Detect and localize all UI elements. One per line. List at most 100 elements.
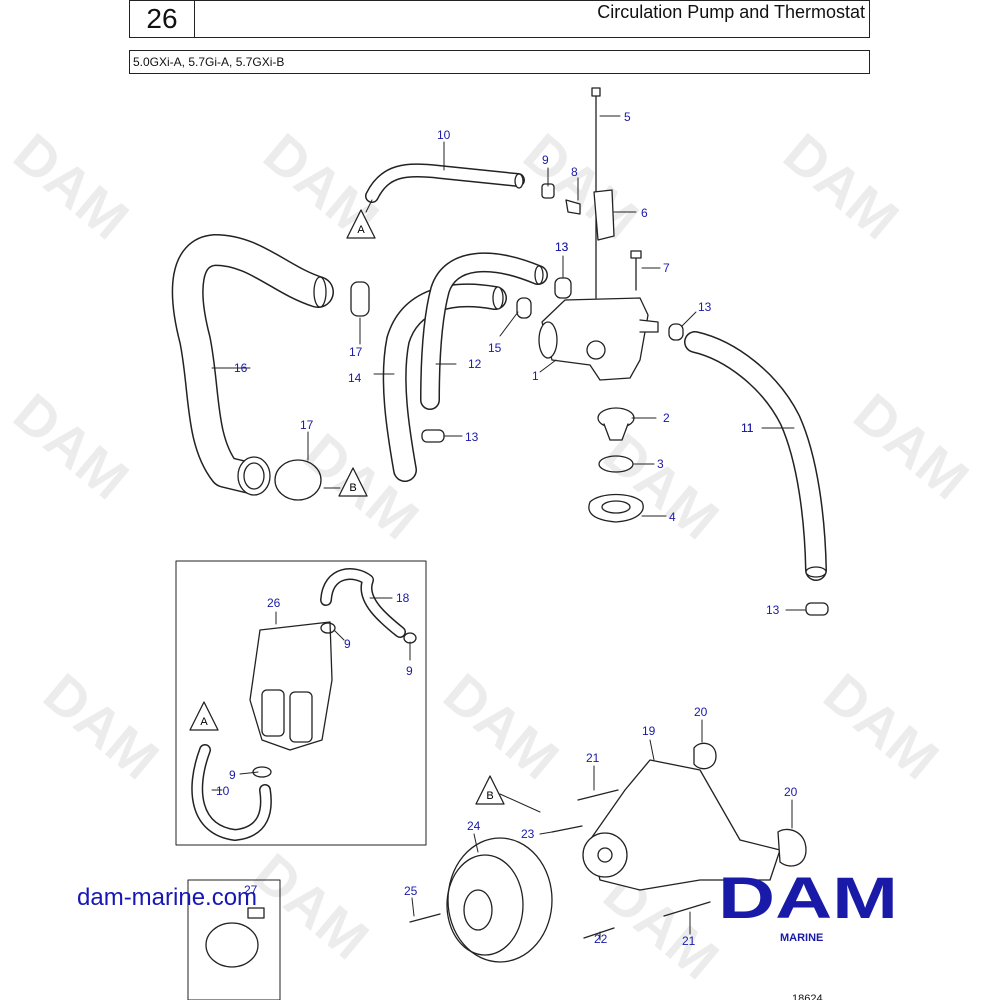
callout: 9 bbox=[406, 664, 413, 678]
callout: 6 bbox=[641, 206, 648, 220]
clamp-13 bbox=[421, 429, 445, 443]
leader-lines bbox=[211, 115, 807, 941]
marker-b: B bbox=[349, 482, 356, 494]
pump-hub bbox=[582, 832, 628, 878]
gasket-20 bbox=[693, 742, 717, 770]
watermark: DAM bbox=[512, 121, 650, 251]
marker-a: A bbox=[200, 716, 208, 728]
housing-boss bbox=[586, 340, 606, 360]
pump-canister bbox=[261, 689, 285, 737]
page-title: Circulation Pump and Thermostat bbox=[597, 2, 865, 22]
thermostat-2-body bbox=[603, 423, 629, 441]
clamp-27 bbox=[205, 922, 259, 968]
callout: 5 bbox=[624, 110, 631, 124]
callout: 2 bbox=[663, 411, 670, 425]
callout-labels: 1 2 3 4 5 6 7 8 9 10 11 12 13 13 13 13 1… bbox=[216, 110, 798, 948]
figure-number: 18624 bbox=[792, 993, 823, 1000]
clamp-9-inset bbox=[252, 766, 272, 778]
callout: 26 bbox=[267, 596, 281, 610]
o-ring-3 bbox=[598, 455, 634, 473]
hose-16-end-bottom bbox=[237, 456, 271, 496]
callout: 13 bbox=[465, 430, 479, 444]
housing-nipple bbox=[639, 319, 659, 333]
hose-10 bbox=[366, 164, 524, 202]
hose-10-end bbox=[514, 173, 524, 189]
callout: 21 bbox=[586, 751, 600, 765]
model-list: 5.0GXi-A, 5.7Gi-A, 5.7GXi-B bbox=[129, 50, 870, 74]
clamp-17 bbox=[350, 281, 370, 317]
marker-a: A bbox=[357, 224, 365, 236]
clamp-13 bbox=[554, 277, 572, 299]
callout: 10 bbox=[437, 128, 451, 142]
clamp-17 bbox=[274, 459, 322, 501]
marker-b-triangle bbox=[338, 467, 368, 497]
housing-outlet bbox=[538, 321, 558, 359]
title-box: Circulation Pump and Thermostat bbox=[194, 0, 870, 38]
marker-a-triangle bbox=[189, 701, 219, 731]
hose-16-end-top bbox=[313, 276, 327, 308]
callout: 13 bbox=[555, 240, 569, 254]
watermark: DAM bbox=[2, 381, 140, 511]
bolt-25 bbox=[409, 913, 441, 923]
logo-subtext: MARINE bbox=[780, 932, 823, 944]
callout: 9 bbox=[542, 153, 549, 167]
callout: 13 bbox=[766, 603, 780, 617]
inset-frame-pump bbox=[175, 560, 427, 846]
clamp-9-inset bbox=[320, 622, 336, 634]
website-link[interactable]: dam-marine.com bbox=[77, 884, 258, 911]
callout: 9 bbox=[229, 768, 236, 782]
callout: 25 bbox=[404, 884, 418, 898]
hose-16-bore bbox=[243, 462, 265, 490]
watermark: DAM bbox=[242, 841, 380, 971]
callout: 10 bbox=[216, 784, 230, 798]
hose-16 bbox=[173, 235, 333, 493]
hose-11 bbox=[685, 332, 826, 580]
pump-canister bbox=[289, 691, 313, 743]
callout: 4 bbox=[669, 510, 676, 524]
callout: 17 bbox=[300, 418, 314, 432]
callout: 14 bbox=[348, 371, 362, 385]
watermark: DAM bbox=[812, 661, 950, 791]
hose-11-end bbox=[805, 566, 827, 578]
callout: 15 bbox=[488, 341, 502, 355]
callout: 20 bbox=[784, 785, 798, 799]
bolt-21 bbox=[663, 901, 711, 917]
callout: 9 bbox=[344, 637, 351, 651]
hose-12 bbox=[421, 253, 547, 409]
marker-b-triangle bbox=[475, 775, 505, 805]
callout: 12 bbox=[468, 357, 482, 371]
callout: 23 bbox=[521, 827, 535, 841]
logo-text: DAM bbox=[718, 866, 898, 931]
pulley-24 bbox=[447, 837, 553, 963]
watermark: DAM bbox=[842, 381, 980, 511]
fitting-8 bbox=[565, 199, 581, 215]
marker-a-triangle bbox=[346, 209, 376, 239]
marker-b: B bbox=[486, 790, 493, 802]
callout: 27 bbox=[244, 883, 258, 897]
callout: 13 bbox=[555, 240, 569, 254]
callout: 17 bbox=[349, 345, 363, 359]
pump-shaft bbox=[597, 847, 613, 863]
callout: 16 bbox=[234, 361, 248, 375]
bolt-23 bbox=[551, 825, 583, 833]
bolt-22 bbox=[583, 927, 615, 939]
callout: 11 bbox=[741, 421, 754, 435]
watermark: DAM bbox=[32, 661, 170, 791]
callout: 3 bbox=[657, 457, 664, 471]
watermark: DAM bbox=[772, 121, 910, 251]
dam-marine-logo: DAM MARINE bbox=[718, 866, 898, 944]
bolt-21 bbox=[577, 789, 619, 801]
callout: 7 bbox=[663, 261, 670, 275]
callout: 18 bbox=[396, 591, 410, 605]
callout: 24 bbox=[467, 819, 481, 833]
thermostat-housing bbox=[541, 297, 649, 381]
hose-12-end bbox=[534, 265, 544, 285]
callout: 1 bbox=[532, 369, 539, 383]
bolt-5-head bbox=[591, 87, 601, 97]
clamp-15 bbox=[516, 297, 532, 319]
gasket-20 bbox=[777, 828, 807, 867]
hose-18 bbox=[321, 569, 405, 637]
hose-14 bbox=[384, 285, 506, 481]
callout: 8 bbox=[571, 165, 578, 179]
